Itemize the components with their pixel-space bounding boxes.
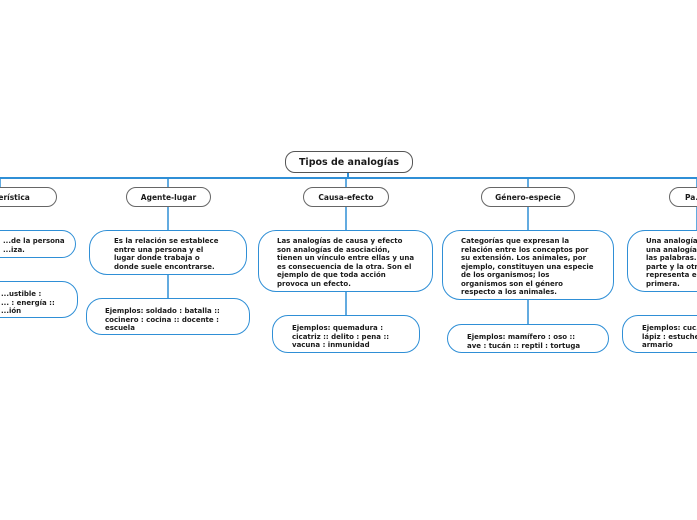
branch-title-label: Agente-lugar [140, 192, 197, 202]
branch-genero-especie-description[interactable]: Categorías que expresan la relación entr… [442, 230, 614, 300]
description-text: Las analogías de causa y efecto son anal… [277, 237, 415, 288]
branch-genero-especie-example[interactable]: Ejemplos: mamífero : oso :: ave : tucán … [447, 324, 609, 353]
branch-agente-lugar-example[interactable]: Ejemplos: soldado : batalla :: cocinero … [86, 298, 250, 335]
description-text: ...de la persona ...iza. [3, 237, 65, 254]
branch-caracteristica-example[interactable]: ...ustible : ... : energía :: ...ión [0, 281, 78, 318]
branch-caracteristica-title[interactable]: Característica [0, 187, 57, 207]
branch-caracteristica-description[interactable]: ...de la persona ...iza. [0, 230, 76, 258]
example-text: Ejemplos: soldado : batalla :: cocinero … [105, 307, 220, 332]
branch-title-label: Característica [0, 192, 30, 202]
example-text: Ejemplos: cuc... lápiz : estuche... arma… [642, 324, 697, 349]
branch-parte-todo-title[interactable]: Pa... [669, 187, 697, 207]
example-text: Ejemplos: mamífero : oso :: ave : tucán … [467, 333, 581, 350]
branch-title-label: Pa... [685, 192, 697, 202]
branch-causa-efecto-description[interactable]: Las analogías de causa y efecto son anal… [258, 230, 433, 292]
branch-causa-efecto-title[interactable]: Causa-efecto [303, 187, 389, 207]
root-topic[interactable]: Tipos de analogías [285, 151, 413, 173]
branch-title-label: Género-especie [495, 192, 561, 202]
root-topic-label: Tipos de analogías [298, 156, 400, 168]
branch-parte-todo-example[interactable]: Ejemplos: cuc... lápiz : estuche... arma… [622, 315, 697, 353]
branch-agente-lugar-description[interactable]: Es la relación se establece entre una pe… [89, 230, 247, 275]
description-text: Es la relación se establece entre una pe… [114, 237, 219, 271]
branch-agente-lugar-title[interactable]: Agente-lugar [126, 187, 211, 207]
branch-parte-todo-description[interactable]: Una analogía... una analogía... las pala… [627, 230, 697, 292]
example-text: Ejemplos: quemadura : cicatriz :: delito… [292, 324, 390, 349]
description-text: Categorías que expresan la relación entr… [461, 237, 594, 296]
branch-genero-especie-title[interactable]: Género-especie [481, 187, 575, 207]
example-text: ...ustible : ... : energía :: ...ión [1, 290, 55, 315]
description-text: Una analogía... una analogía... las pala… [646, 237, 697, 288]
branch-title-label: Causa-efecto [318, 192, 374, 202]
branch-causa-efecto-example[interactable]: Ejemplos: quemadura : cicatriz :: delito… [272, 315, 420, 353]
